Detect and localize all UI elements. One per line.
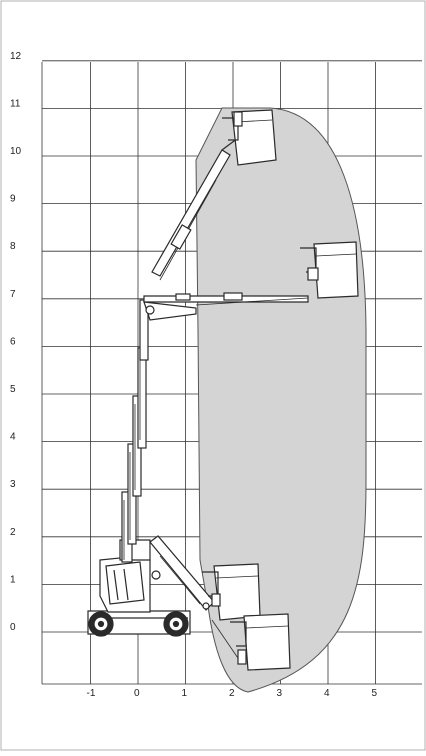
horizontal-boom [143, 292, 309, 321]
lift-machine [87, 109, 359, 671]
y-tick-label: 11 [10, 98, 21, 109]
x-tick-label: 5 [372, 688, 378, 699]
y-tick-label: 6 [10, 336, 16, 347]
y-tick-label: 4 [10, 432, 16, 443]
x-tick-label: 2 [229, 688, 235, 699]
x-tick-label: -1 [87, 688, 96, 699]
y-tick-label: 5 [10, 384, 16, 395]
x-tick-label: 4 [324, 688, 330, 699]
vertical-mast [121, 299, 149, 563]
basket-top [222, 109, 277, 166]
rear-wheel [88, 611, 114, 637]
y-tick-label: 1 [10, 574, 16, 585]
y-tick-label: 10 [10, 146, 22, 157]
y-tick-label: 2 [10, 527, 16, 538]
y-tick-label: 0 [10, 622, 16, 633]
y-tick-label: 3 [10, 479, 16, 490]
y-tick-label: 12 [10, 51, 22, 62]
y-tick-label: 8 [10, 241, 16, 252]
basket-low-2 [211, 613, 291, 671]
y-tick-label: 9 [10, 194, 16, 205]
x-axis-labels: -1 0 1 2 3 4 5 [87, 688, 378, 699]
upper-boom [151, 137, 239, 281]
y-tick-label: 7 [10, 289, 16, 300]
front-wheel [163, 611, 189, 637]
x-tick-label: 1 [182, 688, 188, 699]
basket-mid [300, 241, 359, 299]
x-tick-label: 0 [134, 688, 140, 699]
x-tick-label: 3 [277, 688, 283, 699]
